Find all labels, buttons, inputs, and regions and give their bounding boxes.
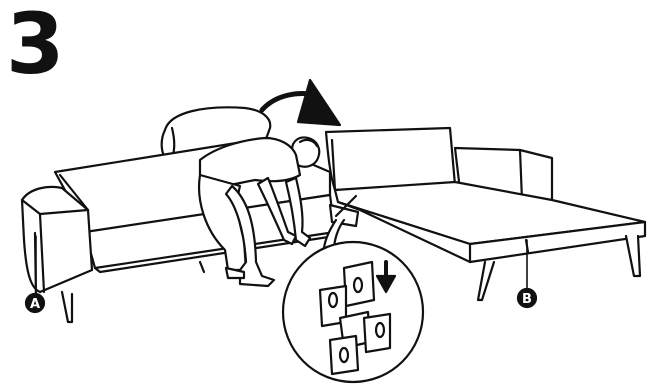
callout-label-a: A — [30, 297, 40, 312]
curved-arrow-icon — [262, 80, 340, 125]
callout-label-b: B — [522, 292, 532, 307]
